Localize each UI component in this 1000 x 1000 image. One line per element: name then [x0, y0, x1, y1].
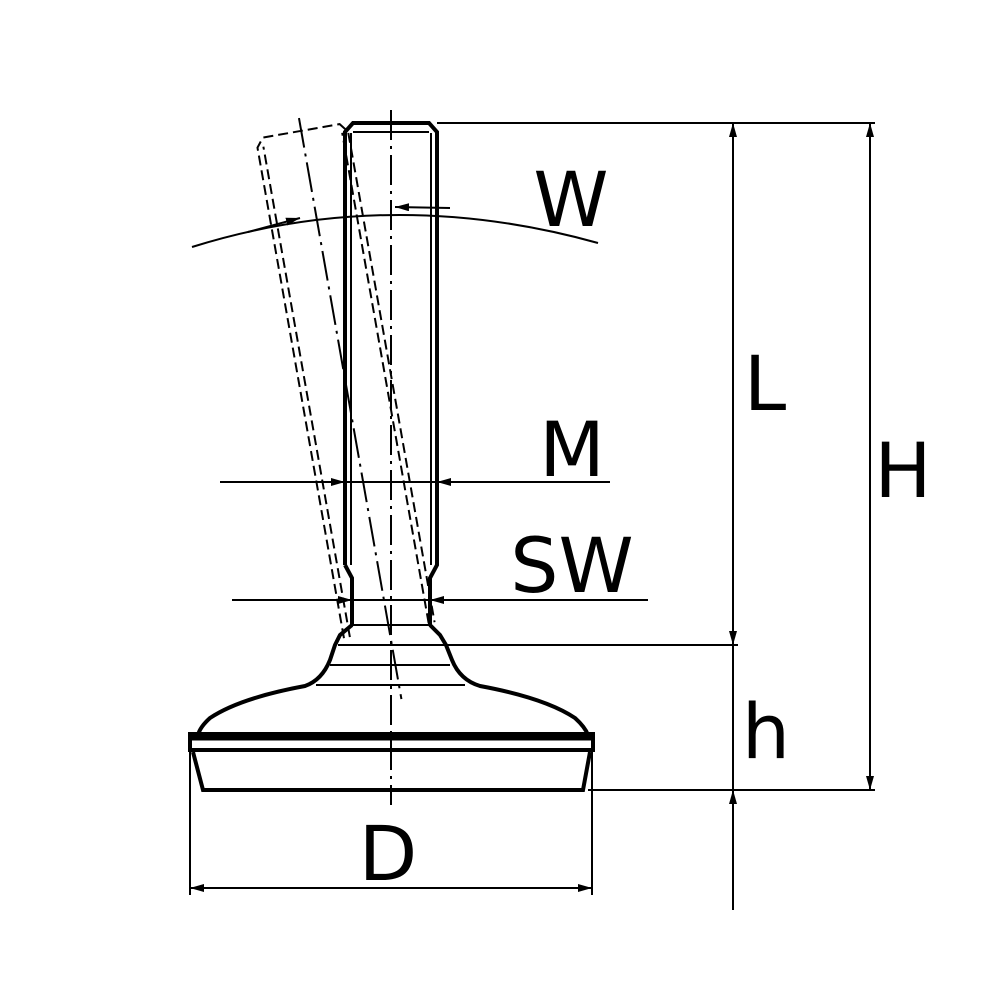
- label-h-total: H: [874, 426, 931, 515]
- label-m: M: [539, 405, 605, 494]
- label-w: W: [533, 155, 608, 244]
- threaded-stem: [343, 121, 439, 625]
- label-l: L: [744, 339, 786, 428]
- base-pad: [188, 623, 595, 792]
- d-dimension: [189, 750, 593, 895]
- label-h-base: h: [742, 687, 790, 776]
- label-sw: SW: [510, 521, 633, 610]
- w-angle-arc: [191, 213, 599, 248]
- label-d: D: [359, 809, 418, 898]
